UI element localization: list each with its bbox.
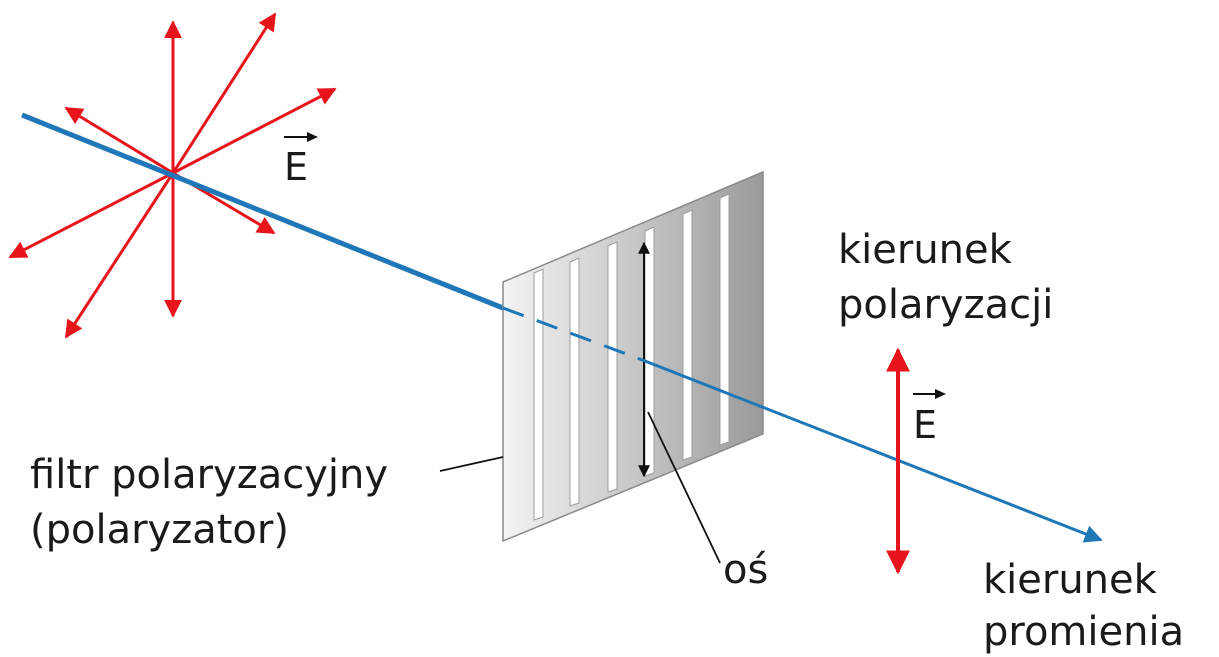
filter-slits — [533, 193, 730, 521]
polarizing-filter — [502, 170, 764, 543]
ray-direction-label-line2: promienia — [983, 609, 1184, 655]
field-vector-down-left — [64, 172, 175, 339]
filter-label-line2: (polaryzator) — [30, 507, 289, 553]
ray-through-filter — [502, 306, 646, 363]
filter-slit — [569, 257, 580, 507]
vector-overbar-head — [935, 389, 946, 399]
ray-direction-label-line1: kierunek — [983, 557, 1158, 603]
filter-plate — [502, 170, 764, 543]
filter-leader-line — [439, 456, 504, 472]
filter-slit — [682, 209, 693, 461]
filter-label-line1: filtr polaryzacyjny — [30, 452, 388, 498]
filter-slit — [533, 268, 544, 521]
field-vector-right-up — [172, 87, 337, 175]
axis-leader-line — [647, 411, 721, 564]
filter-slit — [719, 193, 730, 446]
polarization-direction-label-line1: kierunek — [838, 227, 1013, 273]
unpolarized-field-vectors — [8, 12, 337, 339]
field-vector-label: E — [913, 403, 937, 447]
field-vector-left-up — [64, 106, 174, 175]
filter-slit — [607, 241, 618, 493]
field-vector-label: E — [284, 145, 308, 189]
polarization-direction-label-line2: polaryzacji — [838, 282, 1053, 328]
axis-label: oś — [723, 547, 768, 593]
field-vector-up-right — [171, 12, 277, 174]
field-label-top: E — [284, 132, 318, 189]
filter-slit — [644, 226, 655, 477]
incoming-ray — [21, 112, 504, 311]
vector-overbar-head — [307, 132, 318, 142]
outgoing-ray — [644, 359, 1103, 543]
field-vector-left-down — [8, 171, 174, 259]
field-label-right: E — [913, 389, 946, 447]
